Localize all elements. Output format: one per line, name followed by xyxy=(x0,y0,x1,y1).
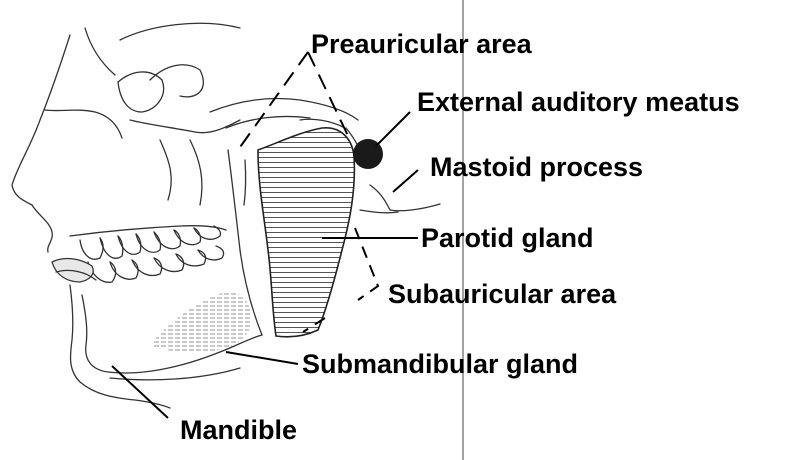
mastoid-process-label: Mastoid process xyxy=(430,154,643,181)
submandibular-gland-label: Submandibular gland xyxy=(302,351,578,378)
mastoid-leader xyxy=(393,170,418,192)
submandibular-leader xyxy=(226,352,298,364)
parotid-gland-shape xyxy=(258,128,354,337)
preauricular-area-label: Preauricular area xyxy=(311,31,532,58)
submandibular-gland-shape xyxy=(150,292,252,353)
external-auditory-meatus-label: External auditory meatus xyxy=(417,89,740,116)
mandible-leader xyxy=(112,366,168,418)
ext-meatus-leader xyxy=(376,112,410,146)
mandible-label: Mandible xyxy=(180,417,297,444)
subauricular-area-label: Subauricular area xyxy=(388,281,616,308)
parotid-gland-label: Parotid gland xyxy=(421,225,594,252)
